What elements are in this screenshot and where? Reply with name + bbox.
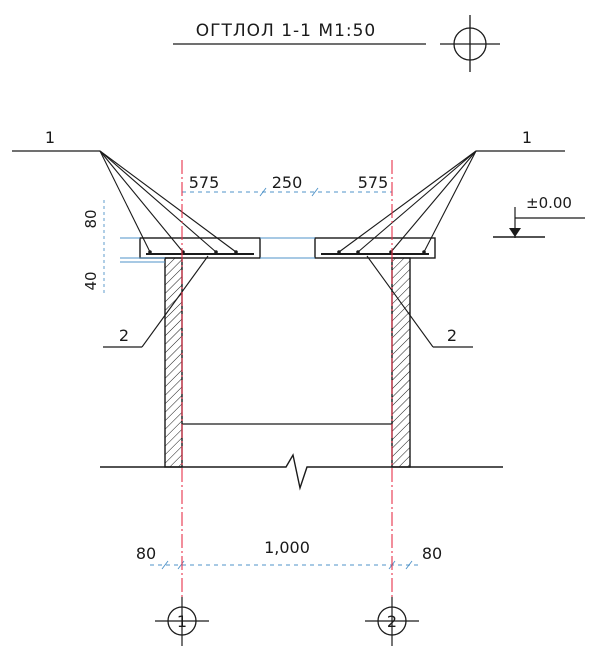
- dimension-top-mid: 250: [272, 173, 303, 192]
- axis-label-2: 2: [387, 612, 397, 631]
- leader-2-right: 2: [366, 255, 473, 348]
- section-title: ОГТЛОЛ 1-1 М1:50: [196, 21, 377, 41]
- section-marker-icon: [440, 15, 500, 72]
- level-label: ±0.00: [526, 194, 572, 212]
- callout-label-right-bottom: 2: [447, 326, 457, 345]
- wall-left: [164, 257, 183, 468]
- level-arrow-icon: [509, 228, 521, 237]
- callout-label-left-bottom: 2: [119, 326, 129, 345]
- wall-right: [391, 257, 411, 468]
- dimension-bottom-mid: 1,000: [264, 538, 310, 557]
- vertical-dimension-chain: 80 40: [82, 200, 165, 295]
- leader-2-left: 2: [103, 255, 209, 348]
- dimension-vert-lower: 40: [82, 271, 100, 290]
- ground-line: [100, 453, 503, 491]
- dimension-bottom-right: 80: [422, 544, 442, 563]
- slab-left: [139, 237, 261, 259]
- slab-gap: [260, 237, 315, 259]
- dimension-top-right: 575: [358, 173, 389, 192]
- callout-label-right-top: 1: [522, 128, 532, 147]
- slab-right: [314, 237, 436, 259]
- axis-label-1: 1: [177, 612, 187, 631]
- axis-marker-2: 2: [365, 597, 419, 646]
- bottom-dimension-chain: 80 1,000 80: [136, 538, 442, 570]
- axis-marker-1: 1: [155, 597, 209, 646]
- leader-1-left: 1: [12, 128, 237, 253]
- dimension-bottom-left: 80: [136, 544, 156, 563]
- top-dimension-chain: 575 250 575: [182, 173, 392, 197]
- callout-label-left-top: 1: [45, 128, 55, 147]
- title-block: ОГТЛОЛ 1-1 М1:50: [173, 15, 500, 72]
- dimension-top-left: 575: [189, 173, 220, 192]
- leader-1-right: 1: [338, 128, 565, 253]
- dimension-vert-upper: 80: [82, 209, 100, 228]
- level-marker: ±0.00: [493, 194, 585, 238]
